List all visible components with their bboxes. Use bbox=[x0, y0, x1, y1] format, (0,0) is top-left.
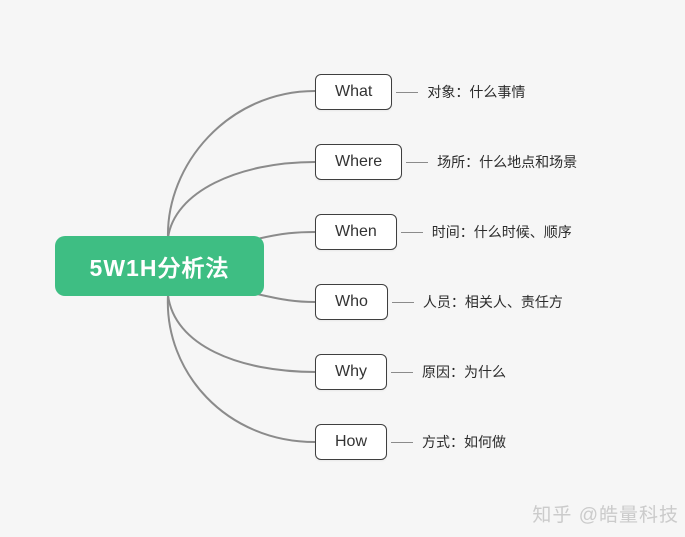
root-node-5w1h: 5W1H分析法 bbox=[55, 236, 264, 296]
branch-label: When bbox=[335, 223, 377, 240]
branch-connector-line bbox=[391, 301, 414, 303]
branch-where: Where 场所：什么地点和场景 bbox=[315, 143, 577, 181]
branch-node-when: When bbox=[315, 214, 397, 250]
branch-what: What 对象：什么事情 bbox=[315, 73, 525, 111]
branch-description: 原因：为什么 bbox=[422, 364, 506, 380]
branch-who: Who 人员：相关人、责任方 bbox=[315, 283, 563, 321]
branch-why: Why 原因：为什么 bbox=[315, 353, 506, 391]
branch-node-why: Why bbox=[315, 354, 387, 390]
branch-label: Where bbox=[335, 153, 383, 170]
branch-how: How 方式：如何做 bbox=[315, 423, 506, 461]
branch-node-who: Who bbox=[315, 284, 388, 320]
branch-connector-line bbox=[391, 371, 413, 373]
branch-node-what: What bbox=[315, 74, 393, 110]
branch-description: 时间：什么时候、顺序 bbox=[431, 224, 572, 240]
branch-description: 对象：什么事情 bbox=[427, 84, 526, 100]
root-node-label: 5W1H分析法 bbox=[89, 255, 230, 281]
branch-description: 人员：相关人、责任方 bbox=[422, 294, 563, 310]
edge-who bbox=[256, 293, 316, 303]
branch-node-how: How bbox=[315, 424, 388, 460]
branch-connector-line bbox=[396, 91, 419, 93]
branch-label: What bbox=[335, 83, 373, 100]
branch-connector-line bbox=[400, 231, 423, 233]
edge-why bbox=[167, 294, 317, 373]
branch-node-where: Where bbox=[315, 144, 403, 180]
branch-connector-line bbox=[391, 441, 414, 443]
edge-where bbox=[167, 161, 316, 239]
branch-connector-line bbox=[406, 161, 429, 163]
branch-label: Why bbox=[335, 363, 367, 380]
branch-label: How bbox=[335, 433, 368, 450]
edge-when bbox=[256, 231, 317, 240]
branch-description: 场所：什么地点和场景 bbox=[437, 154, 578, 170]
branch-when: When 时间：什么时候、顺序 bbox=[315, 213, 572, 251]
edge-how bbox=[166, 294, 316, 443]
branch-label: Who bbox=[335, 293, 368, 310]
zhihu-watermark: 知乎 @皓量科技 bbox=[532, 505, 679, 526]
edge-what bbox=[166, 90, 316, 239]
branch-description: 方式：如何做 bbox=[422, 434, 507, 450]
